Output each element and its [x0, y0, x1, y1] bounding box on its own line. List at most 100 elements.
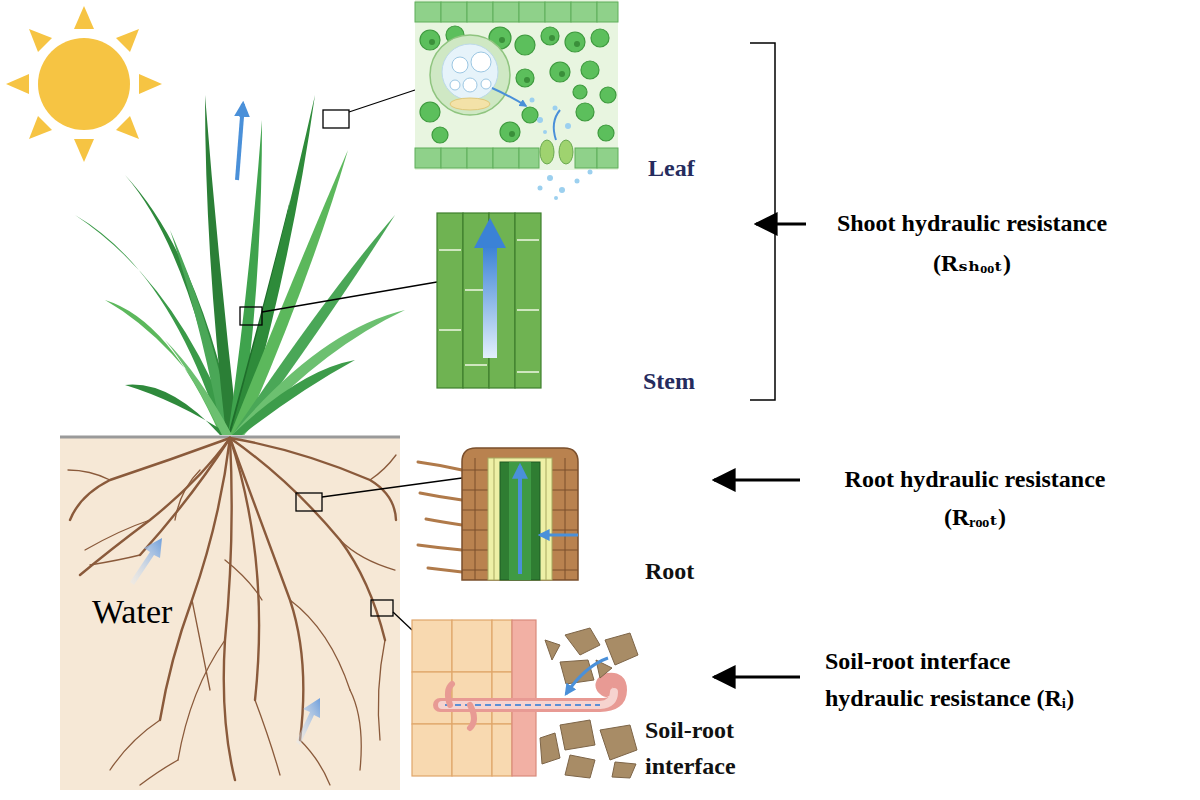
leaf-section-inset: [559, 140, 573, 164]
sun-icon: [116, 29, 139, 52]
leaf-section-inset: [471, 52, 491, 72]
soil-root-inset: [452, 724, 492, 776]
water-flow-arrow: [296, 698, 320, 745]
inset-panel: Root: [412, 440, 580, 580]
inset-panel: Soil-root interface: [412, 620, 640, 780]
root-system: [378, 640, 385, 740]
leaf-section-inset: [467, 148, 493, 168]
root-system: [350, 690, 361, 770]
sun-icon: [74, 139, 94, 162]
plant-shoot: [205, 95, 238, 435]
root-section-inset: [509, 462, 531, 580]
leaf-section-inset: [588, 170, 593, 175]
leaf-section-inset: [559, 187, 565, 193]
root-system: [230, 438, 303, 740]
zoom-marker: [240, 307, 262, 325]
zoom-marker: [349, 90, 415, 112]
zoom-marker: [322, 478, 462, 497]
leaf-section-inset: [591, 29, 609, 47]
leaf-section-inset: [432, 127, 448, 143]
root-section-inset: [426, 519, 462, 525]
zoom-marker: [296, 493, 322, 511]
soil-root-inset: [565, 628, 600, 655]
sun-icon: [29, 116, 52, 139]
stem-section-inset: [515, 213, 541, 388]
stem-section-inset: [439, 240, 539, 372]
soil-root-inset: [540, 628, 638, 778]
water-flow-arrow: [130, 538, 162, 585]
root-section-inset: [462, 448, 578, 580]
leaf-section-inset: [415, 2, 618, 168]
leaf-section-inset: [575, 179, 580, 184]
zoom-marker: [262, 282, 437, 312]
soil-root-inset: [492, 724, 512, 776]
root-system: [68, 438, 396, 785]
stem-section-inset: [517, 371, 539, 373]
leaf-section-inset: [530, 98, 535, 103]
water-flow-arrow: [130, 538, 320, 745]
sun-icon: [116, 116, 139, 139]
root-section-inset: [546, 458, 547, 580]
soil-root-inset: [566, 658, 608, 694]
stem-section-inset: [437, 213, 541, 388]
root-system: [230, 438, 259, 700]
leaf-section-inset: [442, 44, 498, 100]
root-section-inset: [418, 545, 462, 550]
stem-section-inset: [437, 213, 463, 388]
leaf-section-inset: [467, 2, 493, 22]
root-section-inset: [428, 568, 462, 572]
leaf-section-inset: [554, 110, 560, 140]
root-system: [230, 438, 396, 520]
leaf-section-inset: [420, 30, 440, 50]
leaf-section-inset: [550, 62, 570, 82]
leaf-section-inset: [493, 148, 519, 168]
plant-shoot: [237, 104, 243, 180]
plant-shoot: [75, 95, 405, 435]
root-section-inset: [518, 466, 522, 574]
leaf-section-inset: [515, 35, 535, 55]
root-section-inset: [418, 448, 578, 580]
root-section-inset: [475, 458, 476, 580]
leaf-section-inset: [429, 35, 580, 137]
leaf-section-inset: [420, 26, 616, 143]
leaf-section-inset: [452, 57, 468, 73]
leaf-section-inset: [441, 148, 467, 168]
sun-icon: [139, 74, 162, 94]
zoom-marker: [371, 600, 393, 616]
root-system: [110, 720, 160, 770]
root-system: [225, 560, 262, 600]
leaf-section-inset: [420, 102, 440, 122]
root-section-inset: [500, 462, 540, 580]
leaf-section-inset: [463, 78, 477, 92]
soil-ground: [60, 437, 400, 790]
leaf-section-inset: [576, 103, 594, 121]
resistance-label: Shoot hydraulic resistance (Rₛₕₒₒₜ): [802, 203, 1142, 283]
soil-root-inset: [492, 620, 512, 672]
root-system: [70, 438, 230, 520]
root-system: [85, 520, 150, 550]
leaf-section-inset: [493, 2, 519, 22]
leaf-section-inset: [450, 98, 490, 110]
stem-section-inset: [439, 329, 461, 331]
stem-section-inset: [517, 309, 539, 311]
leaf-section-inset: [537, 117, 543, 123]
panel-heading: Stem: [643, 363, 763, 399]
root-section-inset: [418, 462, 462, 470]
stem-section-inset: [465, 364, 487, 366]
bracket: [750, 43, 775, 400]
soil-root-inset: [452, 620, 492, 672]
leaf-section-inset: [547, 175, 553, 181]
leaf-section-inset: [522, 107, 538, 123]
pointer-arrow: [714, 676, 800, 679]
root-system: [140, 438, 230, 555]
stem-section-inset: [483, 246, 497, 358]
root-system: [192, 600, 210, 690]
leaf-section-inset: [598, 125, 614, 141]
root-system: [175, 470, 200, 520]
leaf-section-inset: [530, 98, 593, 201]
soil-ground: [60, 437, 400, 790]
root-system: [224, 438, 235, 780]
leaf-section-inset: [499, 37, 505, 43]
pointer-arrow: [714, 479, 800, 482]
